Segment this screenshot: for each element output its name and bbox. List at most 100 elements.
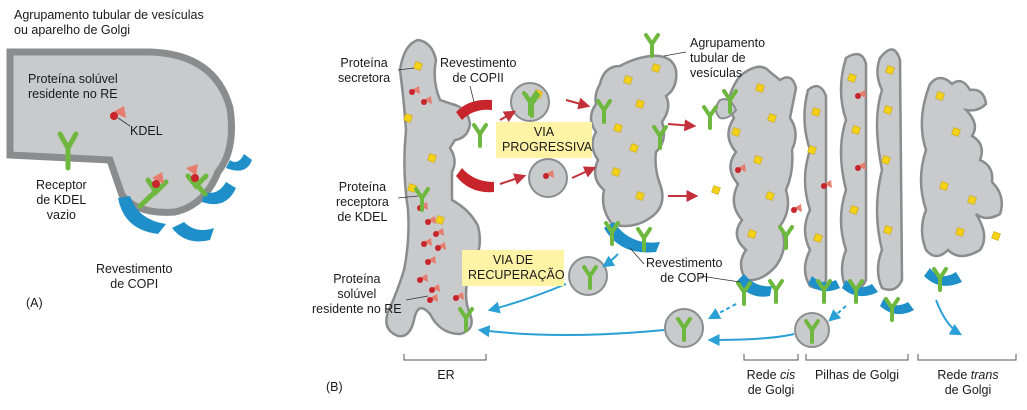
kdel-receptor — [736, 281, 752, 306]
golgi-trans-network — [919, 76, 1003, 258]
forward-line2: PROGRESSIVA — [502, 140, 593, 154]
cargo-square — [847, 73, 857, 83]
cargo-square — [635, 191, 645, 201]
panel-a-copi-label: Revestimento de COPI — [96, 262, 172, 292]
trans-line1-pre: Rede — [937, 368, 971, 382]
panel-a-soluble-label: Proteína solúvel residente no RE — [28, 72, 118, 102]
cargo-square — [427, 153, 437, 163]
panel-b-label: (B) — [326, 380, 343, 394]
retrieval-pathway-label: VIA DE RECUPERAÇÃO — [462, 250, 565, 286]
forward-arrows — [499, 97, 699, 202]
cargo-square — [403, 113, 413, 123]
cargo-square — [939, 181, 949, 191]
panel-a-receptor-line1: Receptor — [36, 178, 87, 192]
cluster-line3: vesículas — [690, 66, 743, 80]
kdel-receptor — [884, 297, 900, 322]
cargo-square — [767, 113, 777, 123]
cargo-square — [731, 127, 741, 137]
panel-a-resident-protein — [110, 106, 126, 120]
kdel-receptor — [768, 279, 784, 304]
cargo-square — [811, 107, 821, 117]
cis-line1-ital: cis — [780, 368, 796, 382]
panel-a-bound-receptors — [137, 164, 209, 209]
panel-a-copi-coat — [118, 154, 252, 242]
panel-a-copi-line2: de COPI — [110, 277, 159, 291]
kdel-receptor — [596, 99, 612, 124]
panel-a-kdel-label: KDEL — [130, 124, 163, 138]
panel-a-receptor-label: Receptor de KDEL vazio — [36, 178, 87, 223]
panel-a-kdel-receptor-empty — [57, 131, 79, 171]
cargo-square — [851, 125, 861, 135]
secretory-line1: Proteína — [340, 56, 388, 70]
resident-line1: Proteína — [333, 272, 381, 286]
cargo-square — [849, 205, 859, 215]
cargo-square — [991, 231, 1001, 241]
golgi-stack-3 — [875, 48, 904, 291]
cargo-square — [755, 83, 765, 93]
copi-coat-label: Revestimento de COPI — [646, 256, 722, 286]
cargo-square — [629, 143, 639, 153]
cis-line2: de Golgi — [747, 383, 795, 397]
cargo-square — [613, 123, 623, 133]
resident-protein — [855, 90, 866, 99]
copii-line1: Revestimento — [440, 56, 517, 70]
resident-protein — [427, 294, 438, 303]
cargo-square — [435, 215, 445, 225]
er-resident-protein-label: Proteína solúvel residente no RE — [312, 272, 402, 317]
kdel-receptor-protein-label: Proteína receptora de KDEL — [336, 180, 389, 225]
panel-a-pointer-lines — [117, 117, 131, 127]
resident-proteins — [409, 86, 866, 303]
resident-protein — [409, 86, 420, 95]
kdel-receptors — [414, 33, 948, 344]
resident-protein — [425, 256, 436, 265]
cis-golgi-label: Rede cis de Golgi — [744, 368, 798, 398]
resident-protein — [543, 170, 554, 179]
cargo-square — [753, 155, 763, 165]
cis-line1-pre: Rede — [746, 368, 781, 382]
panel-a-title-line2: ou aparelho de Golgi — [14, 23, 131, 37]
cargo-square — [747, 229, 757, 239]
kdel-receptor — [652, 125, 668, 150]
cargo-square — [883, 105, 893, 115]
retrieval-line2: RECUPERAÇÃO — [468, 268, 565, 282]
panel-a-soluble-line1: Proteína solúvel — [28, 72, 118, 86]
panel-a-title: Agrupamento tubular de vesículas ou apar… — [14, 8, 204, 38]
kdel-receptor — [804, 319, 820, 344]
resident-protein — [821, 180, 832, 189]
kdel-receptor — [676, 317, 692, 342]
forward-line1: VIA — [533, 125, 555, 139]
panel-a-title-line1: Agrupamento tubular de vesículas — [14, 8, 204, 22]
panel-a-label: (A) — [26, 296, 43, 310]
resident-protein — [735, 164, 746, 173]
pointer-lines — [397, 51, 741, 301]
copi-line2: de COPI — [660, 271, 709, 285]
copi-line1: Revestimento — [646, 256, 723, 270]
kdel-receptor — [636, 227, 652, 252]
panel-a-copi-line1: Revestimento — [96, 262, 173, 276]
golgi-stack-2 — [839, 52, 868, 291]
er-label: ER — [437, 368, 455, 382]
secretory-line2: secretora — [338, 71, 391, 85]
kdel-receptor — [582, 265, 598, 290]
kdel-rec-line3: de KDEL — [337, 210, 388, 224]
copii-coat-label: Revestimento de COPII — [440, 56, 516, 86]
cargo-square — [883, 225, 893, 235]
panel-a-receptor-line2: de KDEL — [36, 193, 87, 207]
resident-protein — [453, 292, 464, 301]
kdel-receptor — [932, 267, 948, 292]
kdel-receptor — [524, 93, 540, 118]
kdel-receptor — [702, 105, 718, 130]
cargo-square — [711, 185, 721, 195]
kdel-receptor — [778, 225, 794, 250]
kdel-receptor — [414, 187, 430, 212]
secretory-protein-label: Proteína secretora — [338, 56, 390, 86]
kdel-receptor — [604, 221, 620, 246]
resident-protein — [791, 204, 802, 213]
cluster-line2: tubular de — [690, 51, 746, 65]
vesicular-tubular-cluster — [589, 54, 678, 228]
trans-line1-ital: trans — [970, 368, 999, 382]
golgi-stacks-label: Pilhas de Golgi — [814, 368, 900, 382]
kdel-receptor — [722, 89, 738, 114]
